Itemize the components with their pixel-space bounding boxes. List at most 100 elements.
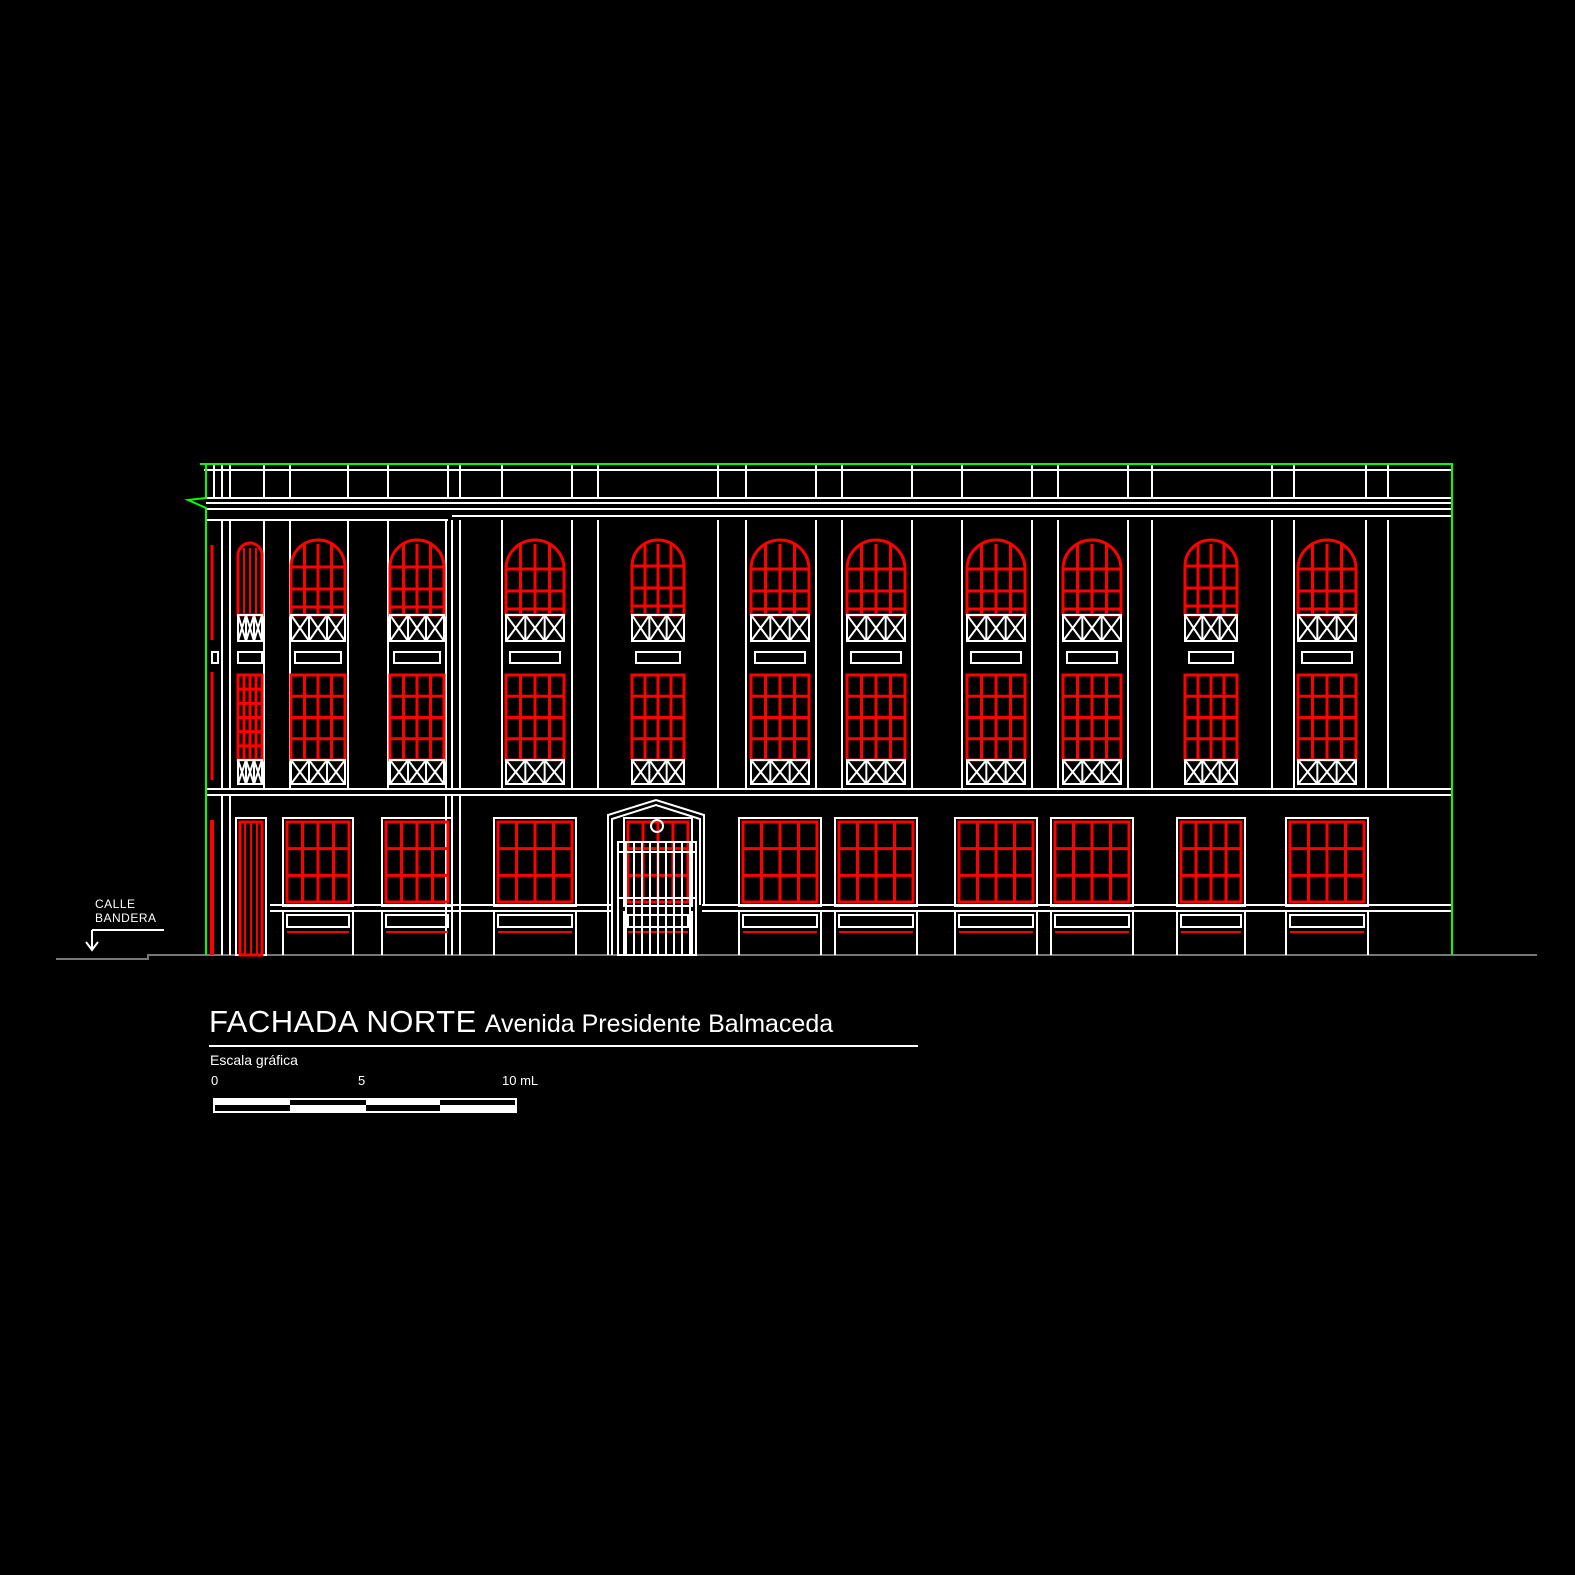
railing-cross — [884, 759, 906, 785]
railing-cross — [308, 759, 328, 785]
balcony-railing — [1062, 759, 1122, 785]
scale-bar-segment — [214, 1099, 290, 1105]
railing-cross — [1218, 614, 1238, 642]
railing-cross — [966, 759, 988, 785]
green-outline — [184, 463, 1453, 955]
railing-cross — [985, 614, 1007, 642]
railing-cross — [1100, 759, 1122, 785]
basement-vent — [385, 914, 449, 928]
window-bay — [381, 538, 453, 955]
balcony-railing — [1184, 759, 1238, 785]
balcony-railing — [237, 614, 263, 642]
balcony-railing — [1297, 614, 1357, 642]
arched-window-frame — [965, 538, 1027, 617]
railing-cross — [865, 759, 887, 785]
street-label-line2: BANDERA — [95, 911, 157, 925]
balcony-railing — [750, 759, 810, 785]
balcony-railing — [505, 759, 565, 785]
railing-cross — [253, 614, 263, 642]
railing-cross — [769, 614, 791, 642]
railing-cross — [1100, 614, 1122, 642]
railing-cross — [326, 759, 346, 785]
railing-cross — [237, 759, 247, 785]
railing-cross — [245, 614, 255, 642]
street-arrow-icon — [85, 929, 164, 952]
balcony-railing — [631, 759, 685, 785]
railing-cross — [750, 759, 772, 785]
railing-cross — [543, 759, 565, 785]
railing-cross — [1201, 759, 1221, 785]
spandrel-panel — [635, 651, 681, 664]
railing-cross — [846, 614, 868, 642]
arched-window-frame — [630, 538, 686, 617]
arched-window-frame — [749, 538, 811, 617]
window-bay — [1176, 538, 1246, 955]
railing-cross — [290, 614, 310, 642]
facade-structure — [204, 464, 1452, 955]
arched-window-frame — [845, 538, 907, 617]
railing-cross — [524, 614, 546, 642]
scale-bar-segment — [366, 1099, 440, 1105]
railing-cross — [237, 614, 247, 642]
railing-cross — [846, 759, 868, 785]
arched-window-frame — [289, 538, 347, 617]
spandrel-panel — [970, 651, 1022, 664]
railing-cross — [505, 759, 527, 785]
spandrel-panel — [294, 651, 342, 664]
railing-cross — [1297, 614, 1319, 642]
spandrel-panel — [1301, 651, 1353, 664]
balcony-railing — [389, 614, 445, 642]
spandrel-panel — [850, 651, 902, 664]
basement-vent — [286, 914, 350, 928]
railing-cross — [865, 614, 887, 642]
railing-cross — [665, 614, 685, 642]
spandrel-panel — [509, 651, 561, 664]
entrance-oculus — [650, 819, 664, 833]
railing-cross — [1297, 759, 1319, 785]
scale-tick-0: 0 — [211, 1073, 219, 1088]
side-spandrel — [211, 651, 219, 664]
window-bay — [954, 538, 1038, 955]
scale-bar — [213, 1098, 517, 1113]
railing-cross — [425, 759, 445, 785]
basement-vent — [1289, 914, 1365, 928]
railing-cross — [1081, 614, 1103, 642]
railing-cross — [1184, 759, 1204, 785]
corner-bay — [210, 541, 267, 957]
ground-window-surround — [738, 817, 822, 907]
railing-cross — [1218, 759, 1238, 785]
street-arrow-head — [85, 941, 99, 952]
window-bay — [493, 538, 577, 955]
scale-tick-5: 5 — [358, 1073, 366, 1088]
balcony-railing — [1297, 759, 1357, 785]
railing-cross — [1062, 614, 1084, 642]
ground-window-surround — [1176, 817, 1246, 907]
basement-vent — [838, 914, 914, 928]
railing-cross — [648, 614, 668, 642]
window-bay — [738, 538, 822, 955]
entrance-pediment-inner — [611, 803, 701, 955]
corner-arched-window — [236, 541, 264, 617]
arched-window-frame — [388, 538, 446, 617]
railing-cross — [326, 614, 346, 642]
ground-window-surround — [954, 817, 1038, 907]
railing-cross — [1316, 759, 1338, 785]
railing-cross — [1184, 614, 1204, 642]
balcony-railing — [237, 759, 263, 785]
railing-cross — [505, 614, 527, 642]
ground-window-surround — [493, 817, 577, 907]
ground-line-path — [56, 954, 1537, 960]
arched-window-frame — [504, 538, 566, 617]
main-entrance — [607, 798, 705, 956]
balcony-railing — [846, 614, 906, 642]
balcony-railing — [290, 759, 346, 785]
railing-cross — [407, 614, 427, 642]
railing-cross — [407, 759, 427, 785]
balcony-railing — [1184, 614, 1238, 642]
railing-cross — [425, 614, 445, 642]
scale-bar-segment — [290, 1105, 366, 1112]
scale-tick-10: 10 mL — [502, 1073, 539, 1088]
railing-cross — [290, 759, 310, 785]
